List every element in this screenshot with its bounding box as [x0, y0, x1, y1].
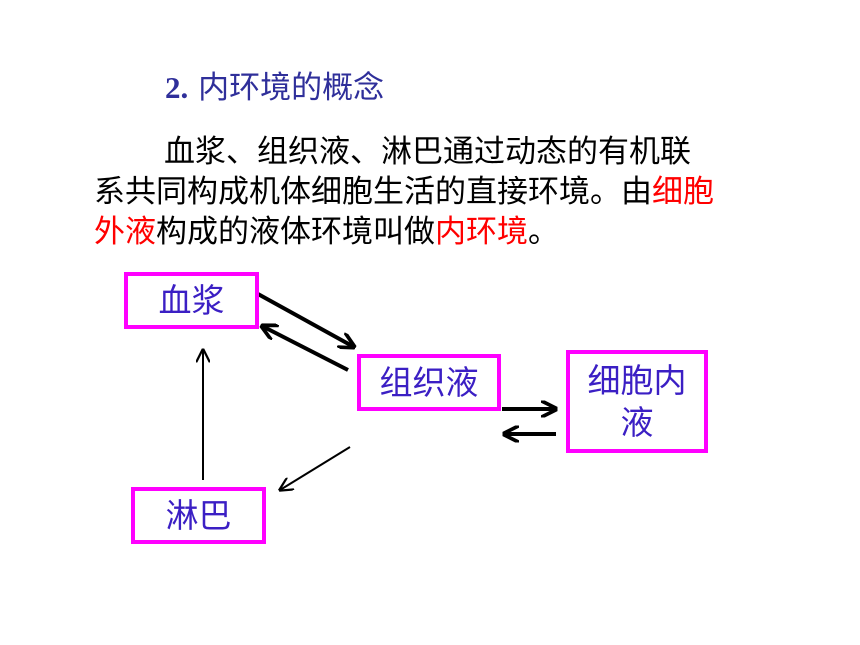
tissue-fluid-label: 组织液 — [379, 362, 479, 402]
paragraph-period: 。 — [528, 214, 559, 250]
section-title-text: 内环境的概念 — [198, 70, 385, 106]
tissue-fluid-box: 组织液 — [357, 354, 501, 411]
highlight-internal-environment: 内环境 — [435, 214, 528, 250]
paragraph-line-2: 系共同构成机体细胞生活的直接环境。由细胞 — [94, 172, 784, 212]
intracellular-fluid-label-line1: 细胞内 — [587, 360, 687, 400]
arrow-plasma-to-tissue — [257, 292, 354, 347]
plasma-box: 血浆 — [124, 272, 259, 329]
intracellular-fluid-label-line2: 液 — [620, 402, 654, 442]
arrow-tissue-to-plasma — [262, 326, 349, 372]
plasma-label: 血浆 — [158, 280, 225, 320]
highlight-extracellular-part2: 外液 — [94, 214, 156, 250]
paragraph-line-2-text: 系共同构成机体细胞生活的直接环境。由 — [94, 174, 652, 210]
definition-paragraph: 血浆、组织液、淋巴通过动态的有机联 系共同构成机体细胞生活的直接环境。由细胞 外… — [94, 132, 784, 252]
lymph-box: 淋巴 — [131, 487, 266, 544]
paragraph-line-1: 血浆、组织液、淋巴通过动态的有机联 — [164, 134, 691, 170]
arrow-tissue-to-lymph — [280, 446, 351, 490]
paragraph-line-3: 外液构成的液体环境叫做内环境。 — [94, 212, 784, 252]
lymph-label: 淋巴 — [165, 495, 232, 535]
paragraph-line-3-text: 构成的液体环境叫做 — [156, 214, 435, 250]
highlight-extracellular-part1: 细胞 — [652, 174, 714, 210]
intracellular-fluid-box: 细胞内液 — [566, 350, 708, 453]
section-title: 2. 内环境的概念 — [165, 62, 384, 107]
section-number: 2. — [165, 70, 189, 105]
